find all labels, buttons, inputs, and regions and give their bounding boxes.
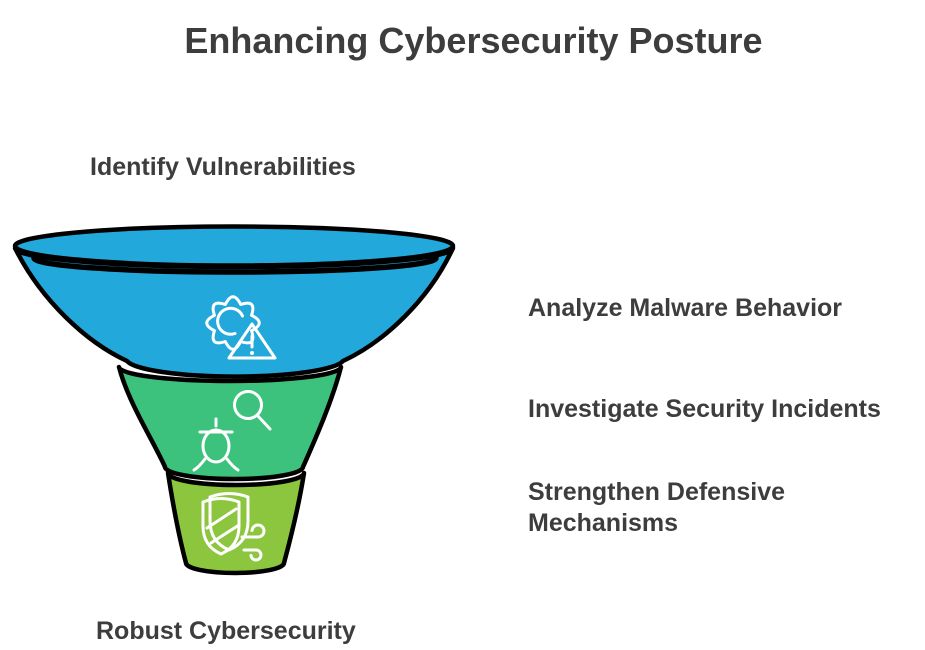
bug-search-icon [192,390,272,472]
funnel-diagram [12,224,456,576]
shield-wind-icon [201,492,266,562]
label-strengthen-defensive-mechanisms: Strengthen Defensive Mechanisms [528,478,786,537]
funnel-rim [12,224,456,268]
label-analyze-malware-behavior: Analyze Malware Behavior [528,294,843,322]
label-robust-cybersecurity: Robust Cybersecurity [96,617,356,645]
funnel-stage-middle [116,364,344,482]
label-identify-vulnerabilities: Identify Vulnerabilities [90,153,356,181]
alert-triangle [227,322,277,360]
page-title: Enhancing Cybersecurity Posture [184,20,763,61]
gear-alert-icon [205,295,277,360]
label-investigate-security-incidents: Investigate Security Incidents [528,395,881,423]
funnel-rim-inner-shadow [31,255,439,275]
funnel-stage-bottom [165,470,307,576]
